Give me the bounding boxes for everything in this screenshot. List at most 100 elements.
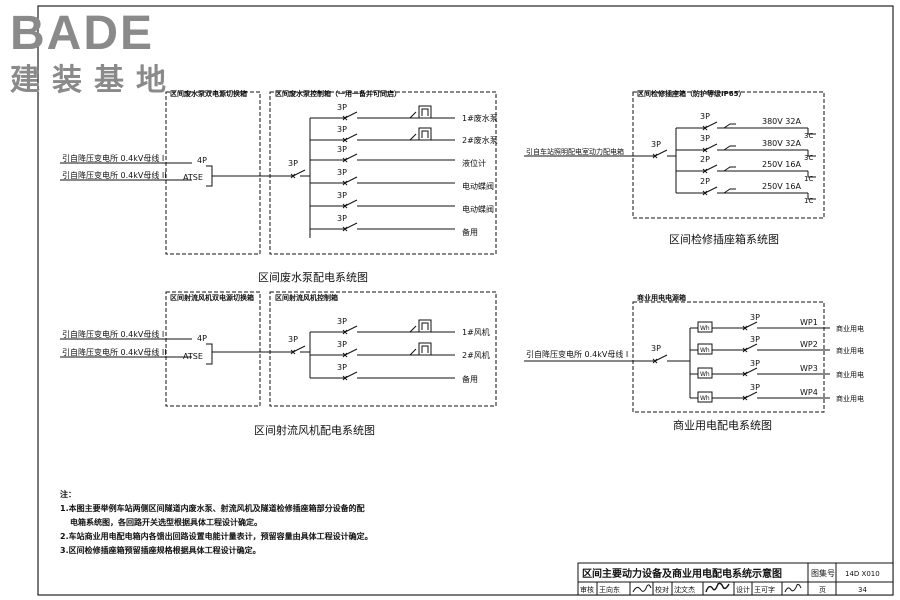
svg-text:3P: 3P: [700, 134, 710, 143]
main-breaker-label: 3P: [288, 159, 298, 168]
fan-branches: 3P1#风机 3P2#风机 3P 备用: [310, 317, 490, 384]
atse-box-label: 区间废水泵双电源切换箱: [170, 89, 247, 98]
atse-switch-symbol: [206, 343, 213, 365]
note-line: 2.车站商业用电配电箱内各馈出回路设置电能计量表计，预留容量由具体工程设计确定。: [60, 532, 373, 541]
contactor-symbol: [400, 319, 432, 333]
note-line: 1.本图主要举例车站两侧区间隧道内废水泵、射流风机及隧道检修插座箱部分设备的配: [60, 504, 365, 513]
svg-text:3P: 3P: [750, 335, 760, 344]
commercial-box: [632, 301, 825, 413]
branch-row: Wh 3P WP4 商业用电: [690, 383, 864, 403]
maintenance-socket-diagram: 区间检修插座箱（防护等级IP65） 引自车站照明配电室动力配电箱 3P 3P38…: [524, 89, 825, 246]
svg-text:3P: 3P: [337, 363, 347, 372]
output-label: 备用: [462, 374, 478, 384]
main-breaker-symbol: [649, 354, 668, 364]
output-label: 电动蝶阀: [462, 204, 494, 214]
atse-box: [165, 291, 261, 407]
socket-rating: 380V 32A: [762, 117, 801, 126]
pump-control-box: [269, 91, 497, 255]
feed-source: 引自降压变电所 0.4kV母线 I: [526, 349, 628, 359]
commercial-box-label: 商业用电电源箱: [637, 293, 686, 302]
check-name: 沈文杰: [674, 585, 695, 594]
main-breaker-label: 3P: [651, 140, 661, 149]
svg-text:3P: 3P: [337, 340, 347, 349]
design-name: 王可字: [754, 585, 775, 594]
svg-text:3P: 3P: [750, 359, 760, 368]
note-line: 电箱系统图，各回路开关选型根据具体工程设计确定。: [70, 518, 262, 527]
svg-text:3P: 3P: [750, 383, 760, 392]
diagram-caption: 商业用电配电系统图: [673, 418, 772, 432]
feed-source-2: 引自降压变电所 0.4kV母线 II: [62, 170, 167, 180]
control-box-label: 区间废水泵控制箱（一用一备并可同启）: [275, 89, 401, 98]
atlas-no: 14D X010: [845, 570, 880, 578]
feed-source-1: 引自降压变电所 0.4kV母线 I: [62, 153, 164, 163]
branch-row: 3P1#风机: [310, 317, 490, 337]
socket-code: 3C: [804, 132, 813, 140]
branch-row: 3P 备用: [310, 214, 478, 237]
contactor-symbol: [400, 127, 432, 141]
branch-row: 3P 备用: [310, 363, 478, 384]
socket-code: 1C: [804, 197, 813, 205]
title-block: 区间主要动力设备及商业用电配电系统示意图 图集号 14D X010 审核 王向东…: [577, 562, 894, 596]
svg-text:3P: 3P: [337, 214, 347, 223]
brand-logo-subtitle: 建装基地: [10, 63, 178, 98]
check-signature: [705, 582, 730, 593]
circuit-id: WP4: [800, 388, 818, 397]
svg-text:3P: 3P: [337, 168, 347, 177]
output-label: 商业用电: [836, 324, 864, 333]
page-label: 页: [819, 586, 826, 594]
output-label: 备用: [462, 227, 478, 237]
socket-code: 1C: [804, 175, 813, 183]
pump-branches: 3P1#废水泵 3P 2#废水泵 3P 液位计 3P 电动蝶阀 3P 电动蝶阀 3P 备用: [310, 103, 498, 237]
wastewater-pump-diagram: 区间废水泵双电源切换箱 区间废水泵控制箱（一用一备并可同启） 引自降压变电所 0…: [60, 89, 498, 284]
design-label: 设计: [736, 585, 750, 594]
output-label: 液位计: [462, 158, 486, 168]
notes-block: 注： 1.本图主要举例车站两侧区间隧道内废水泵、射流风机及隧道检修插座箱部分设备…: [60, 488, 373, 558]
branch-row: 3P1#废水泵: [310, 103, 498, 123]
circuit-id: WP3: [800, 364, 818, 373]
page-number: 34: [858, 586, 867, 594]
socket-code: 3C: [804, 154, 813, 162]
output-label: 2#废水泵: [462, 135, 498, 145]
output-label: 电动蝶阀: [462, 181, 494, 191]
socket-rating: 250V 16A: [762, 160, 801, 169]
socket-rating: 380V 32A: [762, 139, 801, 148]
main-breaker-symbol: [287, 169, 306, 179]
svg-text:3P: 3P: [337, 145, 347, 154]
meter-label: Wh: [700, 395, 710, 402]
atlas-no-label: 图集号: [811, 568, 835, 578]
svg-text:3P: 3P: [337, 317, 347, 326]
svg-text:3P: 3P: [337, 191, 347, 200]
socket-rating: 250V 16A: [762, 182, 801, 191]
main-breaker-label: 3P: [651, 344, 661, 353]
atse-box: [165, 91, 261, 255]
main-breaker-label: 3P: [288, 335, 298, 344]
atse-switch-symbol: [206, 165, 213, 187]
svg-text:3P: 3P: [337, 125, 347, 134]
atse-label: ATSE: [183, 173, 203, 182]
atse-label: ATSE: [183, 352, 203, 361]
review-label: 审核: [580, 585, 594, 594]
atse-box-label: 区间射流风机双电源切换箱: [170, 293, 254, 302]
main-breaker-symbol: [287, 345, 306, 355]
output-label: 商业用电: [836, 394, 864, 403]
fan-control-box: [269, 291, 497, 407]
note-line: 3.区间检修插座箱预留插座规格根据具体工程设计确定。: [60, 546, 261, 555]
branch-row: 3P 液位计: [310, 145, 486, 168]
notes-title: 注：: [60, 490, 76, 499]
brand-logo: BADE: [10, 7, 155, 60]
control-box-label: 区间射流风机控制箱: [275, 293, 338, 302]
circuit-id: WP2: [800, 340, 818, 349]
meter-label: Wh: [700, 347, 710, 354]
branch-row: 3P2#风机: [310, 340, 490, 360]
branch-row: 3P 电动蝶阀: [310, 191, 494, 214]
circuit-id: WP1: [800, 318, 818, 327]
meter-label: Wh: [700, 371, 710, 378]
